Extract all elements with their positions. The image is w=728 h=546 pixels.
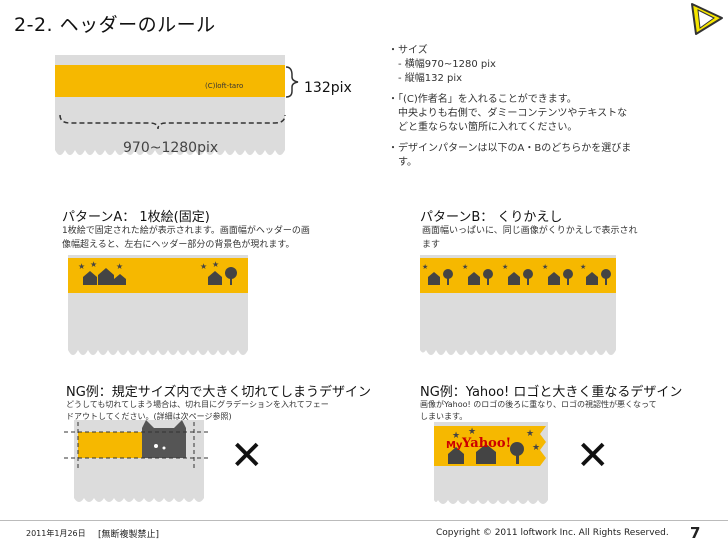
- ng-a-desc-2: ドアウトしてください。(詳細は次ページ参照): [66, 412, 232, 421]
- note-pattern-line1: す。: [398, 157, 417, 168]
- note-size-head: ・サイズ: [388, 45, 428, 56]
- ng-a-illustration: [64, 420, 209, 502]
- width-label: 970~1280pix: [123, 140, 219, 156]
- height-label: 132pix: [304, 80, 352, 96]
- ng-a-title: NG例：規定サイズ内で大きく切れてしまうデザイン: [66, 385, 372, 400]
- pattern-a-desc-1: 1枚絵で固定された絵が表示されます。画面幅がヘッダーの画: [62, 226, 310, 236]
- ng-a-desc-1: どうしても切れてしまう場合は、切れ目にグラデーションを入れてフェー: [66, 400, 329, 409]
- svg-text:★: ★: [90, 260, 97, 269]
- svg-text:★: ★: [422, 263, 428, 271]
- note-size-width: - 横幅970~1280 pix: [398, 59, 496, 70]
- svg-text:★: ★: [200, 262, 207, 271]
- yahoo-logo-my: My: [446, 440, 463, 451]
- yahoo-logo-text: Yahoo!: [462, 436, 512, 451]
- ng-b-desc-1: 画像がYahoo! のロゴの後ろに重なり、ロゴの視認性が悪くなって: [420, 400, 657, 409]
- svg-text:★: ★: [462, 263, 468, 271]
- footer-copyright: Copyright © 2011 loftwork Inc. All Right…: [436, 528, 669, 538]
- pattern-b-title: パターンB： くりかえし: [420, 210, 563, 225]
- page-number: 7: [690, 524, 701, 542]
- logo-icon: [691, 3, 723, 35]
- credit-text: (C)loft-taro: [205, 82, 244, 90]
- ng-b-illustration: ★ ★ ★ ★: [434, 422, 548, 504]
- page-title: 2-2. ヘッダーのルール: [14, 14, 216, 36]
- pattern-b-desc-2: ます: [422, 240, 441, 250]
- svg-text:★: ★: [78, 262, 85, 271]
- ng-a-cross-icon: ✕: [230, 433, 264, 479]
- note-credit-head: ・「(C)作者名」を入れることができます。: [388, 94, 577, 105]
- pattern-a-illustration: ★ ★ ★ ★ ★: [68, 255, 248, 355]
- pattern-a-title: パターンA： 1枚絵(固定): [62, 210, 210, 225]
- note-credit-line2: どと重ならない箇所に入れてください。: [398, 122, 578, 133]
- pattern-a-desc-2: 像幅超えると、左右にヘッダー部分の背景色が現れます。: [62, 240, 295, 250]
- header-size-diagram: [55, 55, 299, 155]
- footer-date: 2011年1月26日: [26, 529, 86, 538]
- pattern-b-desc-1: 画面幅いっぱいに、同じ画像がくりかえしで表示され: [422, 226, 638, 236]
- ng-b-cross-icon: ✕: [576, 433, 610, 479]
- footer-divider: [0, 520, 728, 521]
- pattern-b-illustration: ★ ★ ★ ★ ★: [420, 255, 616, 355]
- svg-text:★: ★: [116, 262, 123, 271]
- footer-notice: [無断複製禁止]: [98, 530, 160, 540]
- svg-text:★: ★: [452, 431, 460, 441]
- svg-text:★: ★: [542, 263, 548, 271]
- note-size-height: - 縦幅132 pix: [398, 73, 463, 84]
- ng-b-title: NG例：Yahoo! ロゴと大きく重なるデザイン: [420, 385, 683, 400]
- svg-text:★: ★: [526, 429, 534, 439]
- svg-text:★: ★: [212, 260, 219, 269]
- svg-text:★: ★: [468, 427, 476, 437]
- ng-b-desc-2: しまいます。: [420, 412, 468, 421]
- note-pattern-head: ・デザインパターンは以下のA・Bのどちらかを選びま: [388, 143, 632, 154]
- svg-text:★: ★: [502, 263, 508, 271]
- svg-text:★: ★: [580, 263, 586, 271]
- note-credit-line1: 中央よりも右側で、ダミーコンテンツやテキストな: [398, 108, 628, 119]
- svg-text:★: ★: [532, 443, 540, 453]
